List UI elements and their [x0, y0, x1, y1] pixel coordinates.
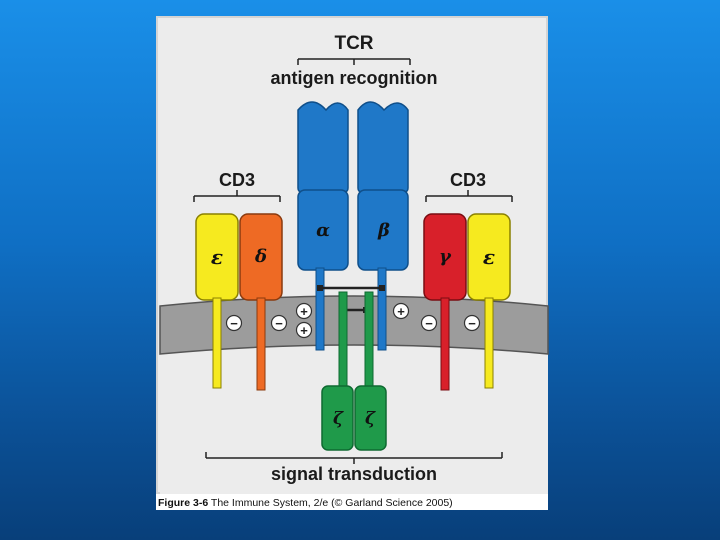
charge-plus-3: +	[392, 302, 410, 320]
delta-chain	[239, 213, 283, 391]
zeta-left-symbol: ζ	[333, 409, 344, 429]
gamma-chain	[423, 213, 467, 391]
figure-caption: Figure 3-6 The Immune System, 2/e (© Gar…	[158, 496, 546, 510]
svg-text:−: −	[230, 316, 238, 331]
delta-tail	[256, 297, 266, 391]
cd3-left-label: CD3	[219, 170, 255, 190]
charge-minus-1: −	[225, 314, 243, 332]
alpha-symbol: α	[316, 220, 330, 241]
cd3-right-bracket	[425, 190, 513, 202]
cd3-left-bracket	[193, 190, 281, 202]
delta-symbol: δ	[254, 246, 267, 267]
alpha-chain	[297, 101, 349, 351]
beta-variable-domain	[357, 101, 409, 193]
epsilon-right-tail	[484, 297, 494, 389]
svg-text:+: +	[300, 304, 308, 319]
epsilon-left-chain	[195, 213, 239, 389]
figure-caption-text: The Immune System, 2/e (© Garland Scienc…	[208, 497, 453, 509]
svg-text:+: +	[300, 323, 308, 338]
tcr-bracket	[297, 58, 411, 65]
charge-minus-4: −	[463, 314, 481, 332]
zeta-left-transmembrane	[338, 291, 348, 389]
svg-text:−: −	[468, 316, 476, 331]
gamma-tail	[440, 297, 450, 391]
tcr-cd3-diagram: TCR antigen recognition α β	[159, 33, 549, 494]
gamma-symbol: γ	[439, 246, 452, 267]
tcr-label: TCR	[334, 33, 373, 54]
epsilon-right-symbol: ε	[483, 245, 495, 269]
cd3-right-label: CD3	[450, 170, 486, 190]
charge-minus-3: −	[420, 314, 438, 332]
alpha-variable-domain	[297, 101, 349, 193]
epsilon-right-chain	[467, 213, 511, 389]
charge-plus-1: +	[295, 302, 313, 320]
cytoplasm-region	[160, 348, 548, 494]
zeta-right-transmembrane	[364, 291, 374, 389]
beta-transmembrane	[377, 267, 387, 351]
figure-number: Figure 3-6	[158, 497, 209, 509]
epsilon-left-symbol: ε	[211, 245, 223, 269]
signal-bracket	[205, 452, 503, 464]
signal-transduction-label: signal transduction	[271, 464, 437, 484]
zeta-right-symbol: ζ	[365, 409, 376, 429]
zeta-dimer	[321, 291, 387, 451]
zeta-left-domain	[321, 385, 354, 451]
charge-minus-2: −	[270, 314, 288, 332]
zeta-right-domain	[354, 385, 387, 451]
epsilon-left-tail	[212, 297, 222, 389]
beta-chain	[357, 101, 409, 351]
svg-text:−: −	[275, 316, 283, 331]
alpha-transmembrane	[315, 267, 325, 351]
charge-plus-2: +	[295, 321, 313, 339]
diagram-frame: TCR antigen recognition α β	[156, 16, 549, 494]
svg-text:−: −	[425, 316, 433, 331]
antigen-recognition-label: antigen recognition	[270, 68, 437, 88]
beta-symbol: β	[377, 220, 390, 241]
svg-text:+: +	[397, 304, 405, 319]
figure-panel: TCR antigen recognition α β	[156, 16, 549, 510]
